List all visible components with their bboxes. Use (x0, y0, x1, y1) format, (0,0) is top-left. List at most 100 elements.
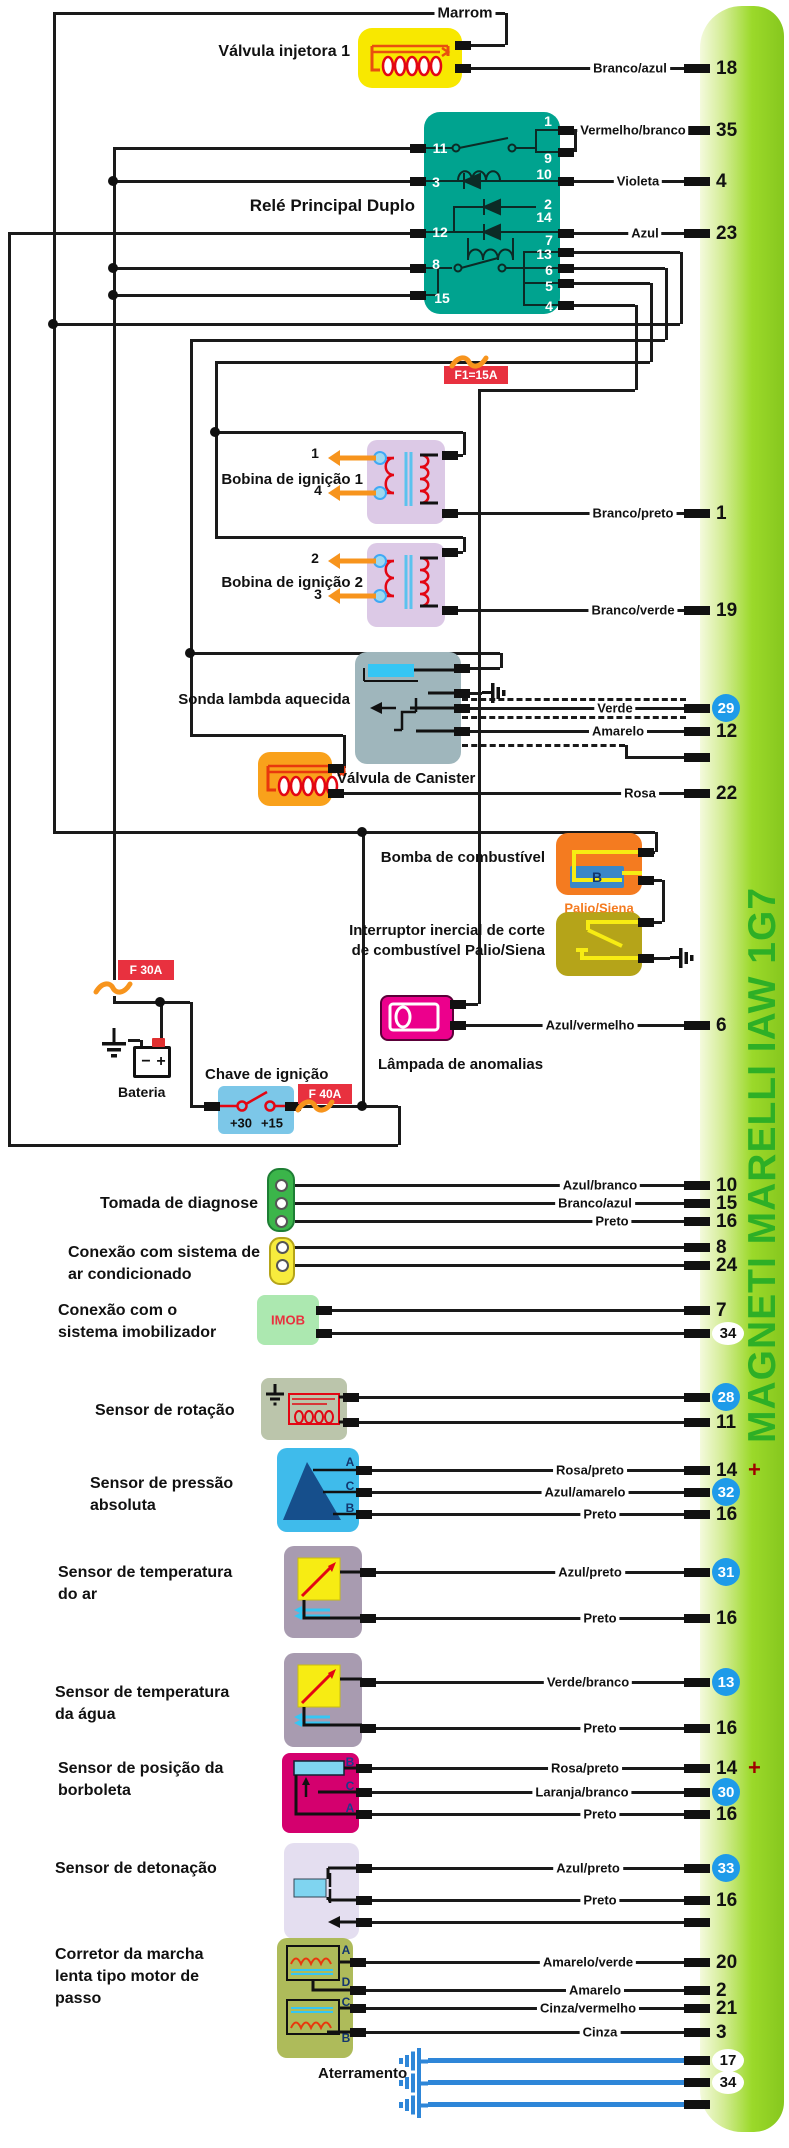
wire-color-label: Cinza (579, 2025, 621, 2039)
transformer-icon (372, 553, 440, 611)
ecu-pin-stub (684, 1216, 710, 1226)
terminal-stub (410, 143, 426, 153)
ecu-pin-3: 3 (716, 2022, 727, 2043)
ecu-pin-stub (684, 1567, 710, 1577)
wire (364, 1898, 686, 1902)
wire (680, 252, 683, 324)
lambda-int-icon (362, 662, 460, 733)
terminal-stub (455, 63, 471, 73)
ecu-pin-10: 10 (716, 1175, 738, 1196)
wire (478, 388, 635, 392)
ecu-pin-31: 31 (712, 1558, 740, 1586)
knock-int-icon (292, 1866, 361, 1930)
terminal-stub (350, 1985, 366, 1995)
wire-color-label: Laranja/branco (532, 1785, 632, 1799)
wire-color-label: Vermelho/branco (577, 123, 689, 137)
inline-text: Palio/Siena (564, 900, 634, 916)
fuse-icon (452, 354, 486, 370)
wire (295, 1104, 398, 1108)
junction-dot (108, 290, 118, 300)
terminal-stub (343, 1417, 359, 1427)
fuse-label: F 40A (298, 1084, 352, 1104)
terminal-stub (356, 1863, 372, 1873)
wire (190, 651, 500, 655)
ecu-pin-34: 34 (712, 1321, 744, 1345)
wire (566, 281, 650, 285)
wire (358, 2006, 686, 2010)
wire (295, 1219, 686, 1223)
connector-port (274, 1178, 288, 1192)
wire (113, 179, 418, 183)
wire-color-label: Azul/preto (555, 1565, 625, 1579)
ecu-pin-stub (684, 2027, 710, 2037)
terminal-stub (450, 999, 466, 1009)
wire (505, 13, 508, 45)
wire-color-label: Azul (628, 226, 662, 240)
terminal-stub (455, 40, 471, 50)
inline-text: 2 (311, 550, 319, 566)
ecu-pin-stub (684, 1613, 710, 1623)
wire (646, 878, 662, 882)
wire (500, 653, 503, 668)
wire (470, 66, 686, 70)
bateria-body (133, 1046, 171, 1078)
terminal-stub (360, 1613, 376, 1623)
terminal-stub (558, 263, 574, 273)
wire-color-label: Preto (580, 1611, 620, 1625)
ecu-pin-stub (684, 2003, 710, 2013)
ecu-pin-14: 14 (716, 1460, 738, 1481)
ecu-title: MAGNETI MARELLI IAW 1G7 (741, 887, 784, 1444)
wire (364, 1790, 686, 1794)
ecu-pin-6: 6 (716, 1015, 727, 1036)
label-bomba: Bomba de combustível (380, 848, 545, 866)
wire-color-label: Azul/amarelo (541, 1485, 629, 1499)
wire (368, 1726, 686, 1730)
wire (128, 1038, 140, 1042)
inline-text: 1 (544, 113, 552, 129)
ecu-pin-stub (684, 125, 710, 135)
wire (665, 268, 668, 340)
wire-color-label: Rosa/preto (548, 1761, 622, 1775)
wire-color-label: Azul/branco (559, 1178, 641, 1192)
ecu-pin-1: 1 (716, 503, 727, 524)
ecu-pin-23: 23 (716, 223, 738, 244)
temp-int-icon (292, 1663, 364, 1729)
wire (113, 293, 418, 297)
pump-int-icon (572, 850, 644, 882)
wire (566, 266, 665, 270)
ecu-pin-stub (684, 605, 710, 615)
label-sensor-rotacao: Sensor de rotação (95, 1402, 235, 1419)
wire (113, 996, 116, 1002)
terminal-stub (638, 953, 654, 963)
inline-text: 5 (545, 278, 553, 294)
wire-color-label: Azul/vermelho (542, 1018, 638, 1032)
ecu-pin-stub (684, 1392, 710, 1402)
wire (368, 1570, 686, 1574)
ecu-pin-stub (684, 2099, 710, 2109)
inline-text: 3 (432, 174, 440, 190)
wire-color-label: Azul/preto (553, 1861, 623, 1875)
wire-color-label: Violeta (613, 174, 663, 188)
inline-text: C (341, 1995, 351, 2009)
terminal-stub (558, 125, 574, 135)
ecu-pin-stub (684, 228, 710, 238)
inline-text: 14 (536, 209, 552, 225)
wire (646, 920, 662, 924)
ecu-pin-29: 29 (712, 694, 740, 722)
terminal-stub (350, 2027, 366, 2037)
terminal-stub (454, 703, 470, 713)
ecu-pin-stub (684, 1198, 710, 1208)
terminal-stub (558, 176, 574, 186)
wire (364, 1512, 686, 1516)
wire-color-label: Preto (592, 1214, 632, 1228)
ground-right-icon (670, 948, 694, 968)
wire (364, 1866, 686, 1870)
transformer-icon (372, 450, 440, 508)
wire (8, 1143, 398, 1147)
terminal-stub (356, 1487, 372, 1497)
ecu-pin-16: 16 (716, 1504, 738, 1525)
wire (574, 130, 577, 152)
wire (462, 666, 500, 670)
wire-color-label: Branco/azul (555, 1196, 635, 1210)
